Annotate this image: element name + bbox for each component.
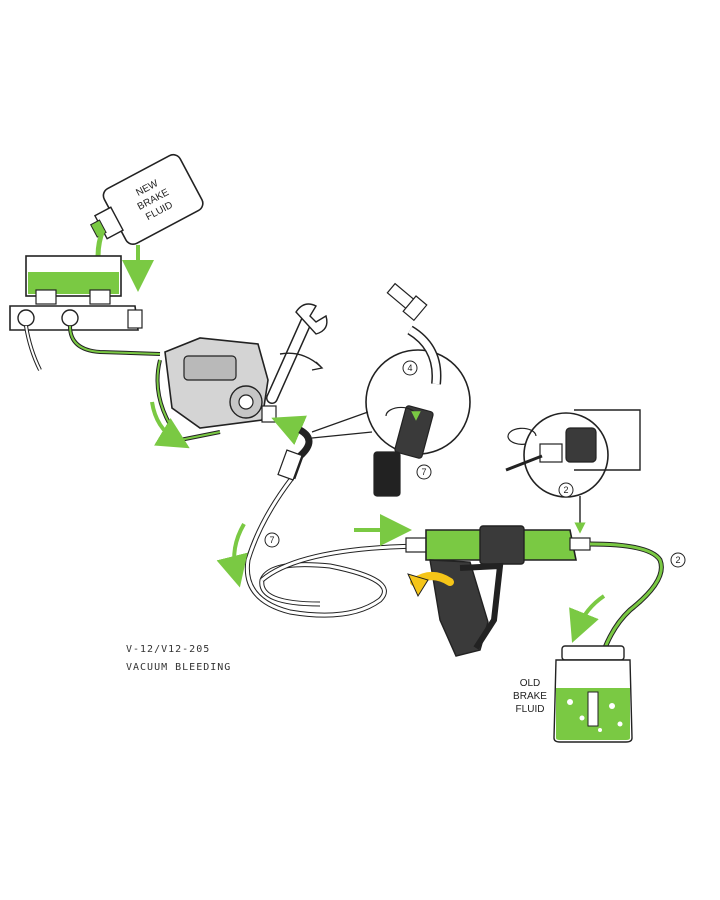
caliper-flow-arrow xyxy=(150,401,190,449)
callout-hose-short-number: 7 xyxy=(421,467,426,477)
caption-title: VACUUM BLEEDING xyxy=(126,662,232,673)
bleeder-screw-arrow xyxy=(271,415,308,446)
master-cylinder xyxy=(9,255,143,331)
callout-tube-connector xyxy=(558,482,574,498)
hose-flow-arrow xyxy=(216,522,248,588)
old-fluid-label-line3: FLUID xyxy=(516,704,545,715)
wrench-icon xyxy=(266,303,328,404)
brake-line-to-caliper-fluid xyxy=(69,325,161,355)
squeeze-handle-arrowhead xyxy=(407,573,429,598)
old-fluid-label-line2: BRAKE xyxy=(513,691,547,702)
callout-tube-connector-number: 2 xyxy=(563,485,568,495)
vacuum-hose xyxy=(244,426,421,618)
diagram-caption: V-12/V12-205 VACUUM BLEEDING xyxy=(126,641,231,677)
callout-adapter-number: 4 xyxy=(407,363,412,373)
callout-hose-long xyxy=(264,532,280,548)
new-brake-fluid-bottle: NEW BRAKE FLUID xyxy=(89,153,204,246)
connector-detail-circle xyxy=(505,409,641,498)
callout-tube-jar-number: 2 xyxy=(675,555,680,565)
vacuum-pump xyxy=(354,514,591,657)
callout-hose-short xyxy=(416,464,432,480)
drain-flow-arrow xyxy=(569,594,606,643)
callout-hose-long-number: 7 xyxy=(269,535,274,545)
brake-caliper xyxy=(155,337,277,443)
caption-model: V-12/V12-205 xyxy=(126,644,211,655)
adapter-detail-circle xyxy=(311,282,471,497)
callout-adapter xyxy=(402,360,418,376)
old-fluid-jar xyxy=(553,645,633,743)
callout-tube-jar xyxy=(670,552,686,568)
brake-line-left-inner xyxy=(25,325,41,371)
old-fluid-label-line1: OLD xyxy=(520,678,541,689)
